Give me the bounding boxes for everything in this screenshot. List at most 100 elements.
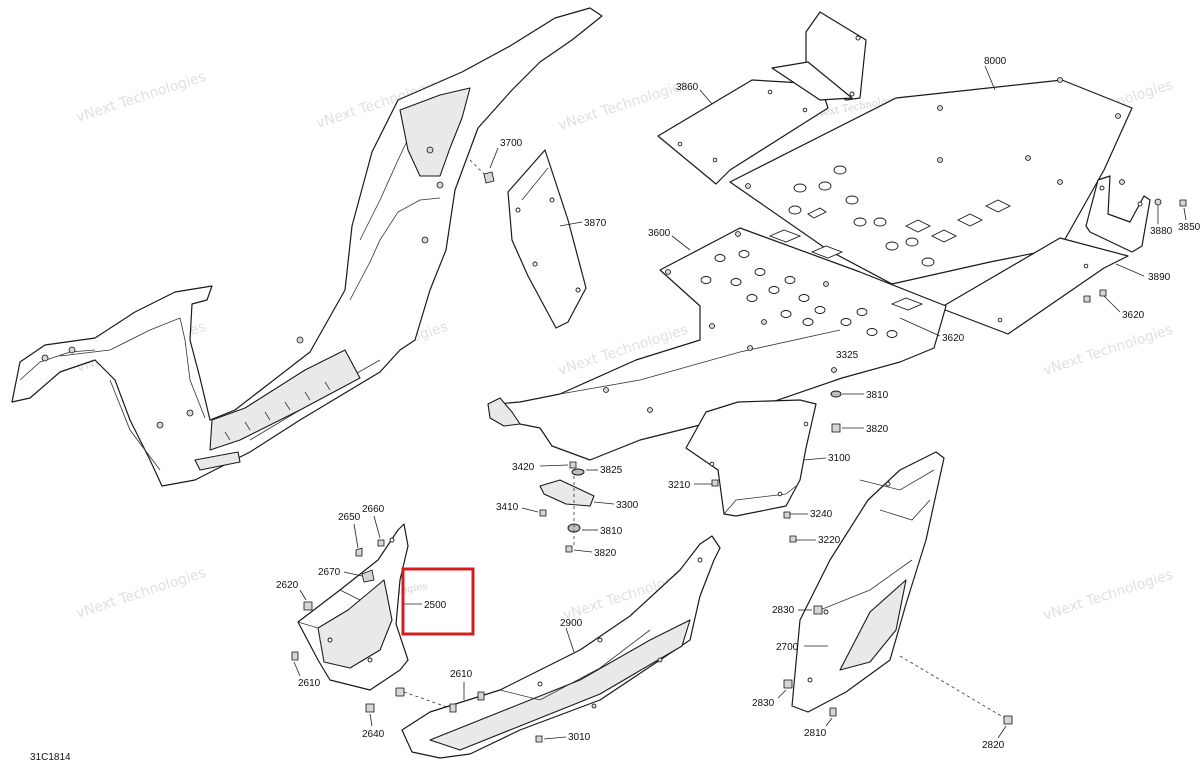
fastener-icon [436,181,444,189]
fastener-icon [735,231,741,237]
screw-icon [291,651,299,661]
screw-icon [1179,199,1187,207]
clip-icon [783,679,793,689]
fastener-icon [709,323,715,329]
fastener-icon [603,387,609,393]
body-frame-part [11,7,603,487]
clip-icon [303,601,313,611]
screw-icon [377,539,385,547]
fasteners-2500-area: 2650 2660 2670 2620 2610 2640 2610 [276,504,485,740]
part-3100-panel-lower: 3100 3210 3240 3220 [668,399,851,546]
screw-icon [477,691,485,701]
fastener-icon [68,346,76,354]
callout-3810-upper: 3810 [866,390,889,401]
callout-3325: 3325 [836,350,859,361]
part-8000-fastener: 3700 [469,138,523,184]
callout-3100-lower: 3100 [828,453,851,464]
fastener-icon [937,157,943,163]
part-3870-bracket: 3880 3850 [1085,175,1200,253]
callout-3410: 3410 [496,502,519,513]
callout-8000: 3700 [500,138,523,149]
fastener-icon [1025,155,1031,161]
callout-2900: 2900 [560,618,583,629]
callout-2620: 2620 [276,580,299,591]
clip-icon [813,605,823,615]
part-3850-plate: 3890 3620 [939,237,1171,335]
part-2500-side-panel [297,523,409,691]
callout-3880: 3850 [1178,222,1200,233]
fastener-icon [1057,179,1063,185]
watermark-text: vNext Technologies [1041,567,1175,624]
screw-icon [783,511,791,519]
callout-2830-upper: 2830 [772,605,795,616]
washer-icon [1154,198,1162,206]
fastener-icon [761,319,767,325]
fastener-icon [591,703,597,709]
callout-3240: 3240 [810,509,833,520]
callout-3860: 3860 [676,82,699,93]
part-3100-panel-upper: 3870 [507,149,607,329]
fastener-icon [296,336,304,344]
callout-3850: 3890 [1148,272,1171,283]
screw-icon [831,423,841,433]
screw-icon [449,703,457,713]
fastener-icon [657,657,663,663]
callout-3420: 3420 [512,462,535,473]
callout-2610-right: 2610 [450,669,473,680]
clip-icon [361,569,375,583]
callout-2660: 2660 [362,504,385,515]
clip-icon [365,703,375,713]
watermark-text: vNext Technologies [74,565,208,622]
fastener-icon [1115,113,1121,119]
callout-3010: 3010 [568,732,591,743]
fasteners-3810-3820: 3810 3820 [830,390,889,435]
fastener-icon [937,105,943,111]
bracket-upper [771,11,867,101]
callout-2650: 2650 [338,512,361,523]
fastener-icon [1057,77,1063,83]
watermark-text: vNext Technologies [74,69,208,126]
fastener-icon [186,409,194,417]
fastener-icon [41,354,49,362]
screw-icon [1003,715,1013,725]
fastener-icon [823,281,829,287]
callout-3700: 8000 [984,56,1007,67]
part-2700-side-panel: 2830 2700 2830 2810 2820 [752,451,1013,751]
fastener-icon [1119,179,1125,185]
callout-3210: 3210 [668,480,691,491]
screw-icon [1083,295,1091,303]
callout-3100-upper: 3870 [584,218,607,229]
clip-icon [395,687,405,697]
callout-2500[interactable]: 2500 [424,600,447,611]
callout-3820-upper: 3820 [866,424,889,435]
callout-2830-lower: 2830 [752,698,775,709]
part-3600-floor-plate: 3600 3620 3620 3325 [487,227,965,461]
screw-icon [829,707,837,717]
screw-icon [483,171,495,184]
callout-3810-lower: 3810 [600,526,623,537]
fastener-icon [747,345,753,351]
fastener-icon [831,367,837,373]
callout-3600: 3600 [648,228,671,239]
callout-2820: 2820 [982,740,1005,751]
screw-icon [535,735,543,743]
fastener-icon [156,421,164,429]
part-3860-plate: 3860 [657,79,829,185]
drawing-reference-number: 31C1814 [30,752,71,763]
fastener-icon [421,236,429,244]
screw-icon [565,545,573,553]
svg-text:3620: 3620 [942,333,965,344]
callout-3870: 3880 [1150,226,1173,237]
callout-2640: 2640 [362,729,385,740]
fastener-icon [426,146,434,154]
callout-2500-group[interactable]: 2500 [401,567,475,636]
part-2900-rocker-panel: 2900 3010 [401,535,721,759]
screw-icon [1099,289,1107,297]
center-fastener-cluster: 3420 3825 3300 3410 3810 3820 [496,461,639,559]
callout-2610-left: 2610 [298,678,321,689]
callout-3220: 3220 [818,535,841,546]
callout-3820-lower: 3820 [594,548,617,559]
fastener-icon [745,183,751,189]
watermark-text: vNext Technologies [556,77,690,134]
